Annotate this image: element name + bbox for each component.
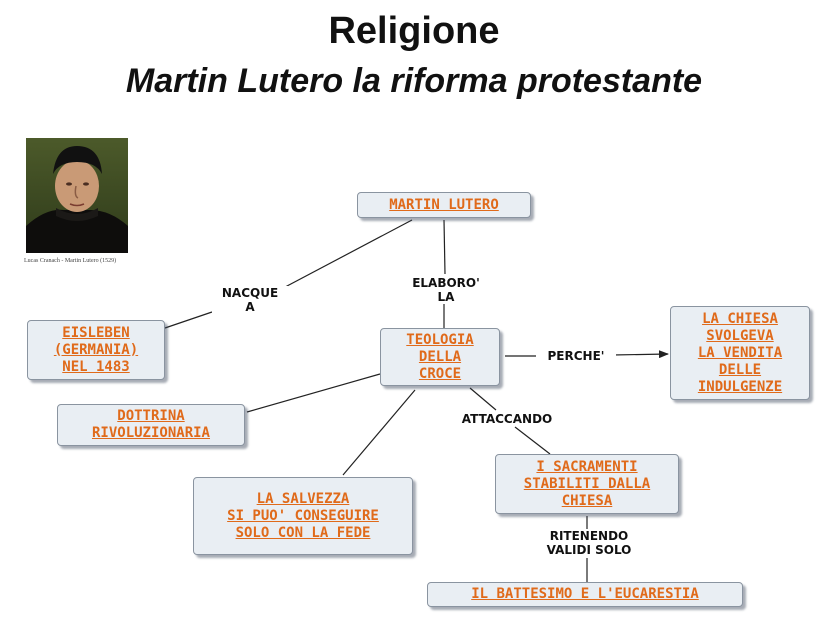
- link-label-perche: PERCHE': [536, 349, 616, 363]
- line-teologia-to-attaccando: [469, 387, 497, 411]
- node-salvezza: LA SALVEZZA SI PUO' CONSEGUIRE SOLO CON …: [193, 477, 413, 555]
- link-label-nacque-a: NACQUE A: [212, 286, 288, 314]
- line-lutero-to-nacque: [269, 219, 413, 296]
- node-martin-lutero-label: MARTIN LUTERO: [389, 196, 499, 213]
- node-teologia-label: TEOLOGIA DELLA CROCE: [406, 331, 474, 382]
- node-dottrina-rivoluzionaria: DOTTRINA RIVOLUZIONARIA: [57, 404, 245, 446]
- link-label-attaccando: ATTACCANDO: [446, 412, 568, 426]
- portrait-figure: Lucas Cranach - Martin Lutero (1529): [24, 138, 136, 268]
- line-teologia-to-dottrina: [246, 373, 381, 413]
- line-teologia-to-salvezza: [342, 389, 416, 476]
- link-label-ritenendo: RITENENDO VALIDI SOLO: [522, 529, 656, 557]
- slide-title: Religione: [328, 10, 500, 52]
- line-attaccando-to-sacramenti: [514, 426, 551, 455]
- node-martin-lutero: MARTIN LUTERO: [357, 192, 531, 218]
- luther-portrait-image: [26, 138, 128, 253]
- link-label-elaboro-la: ELABORO' LA: [398, 276, 494, 304]
- node-eisleben-label: EISLEBEN (GERMANIA) NEL 1483: [53, 324, 139, 375]
- node-eisleben: EISLEBEN (GERMANIA) NEL 1483: [27, 320, 165, 380]
- line-perche-to-chiesa: [611, 350, 669, 359]
- slide-subtitle: Martin Lutero la riforma protestante: [125, 62, 703, 100]
- node-chiesa-indulgenze: LA CHIESA SVOLGEVA LA VENDITA DELLE INDU…: [670, 306, 810, 400]
- node-chiesa-indulgenze-label: LA CHIESA SVOLGEVA LA VENDITA DELLE INDU…: [697, 310, 783, 395]
- portrait-caption: Lucas Cranach - Martin Lutero (1529): [24, 258, 117, 264]
- node-dottrina-label: DOTTRINA RIVOLUZIONARIA: [91, 408, 210, 441]
- node-sacramenti-label: I SACRAMENTI STABILITI DALLA CHIESA: [523, 458, 651, 509]
- node-sacramenti: I SACRAMENTI STABILITI DALLA CHIESA: [495, 454, 679, 514]
- line-nacque-to-eisleben: [164, 311, 213, 329]
- node-battesimo-eucarestia: IL BATTESIMO E L'EUCARESTIA: [427, 582, 743, 607]
- line-lutero-to-elaboro: [443, 219, 446, 275]
- node-salvezza-label: LA SALVEZZA SI PUO' CONSEGUIRE SOLO CON …: [227, 490, 379, 541]
- node-battesimo-label: IL BATTESIMO E L'EUCARESTIA: [471, 586, 699, 602]
- node-teologia-della-croce: TEOLOGIA DELLA CROCE: [380, 328, 500, 386]
